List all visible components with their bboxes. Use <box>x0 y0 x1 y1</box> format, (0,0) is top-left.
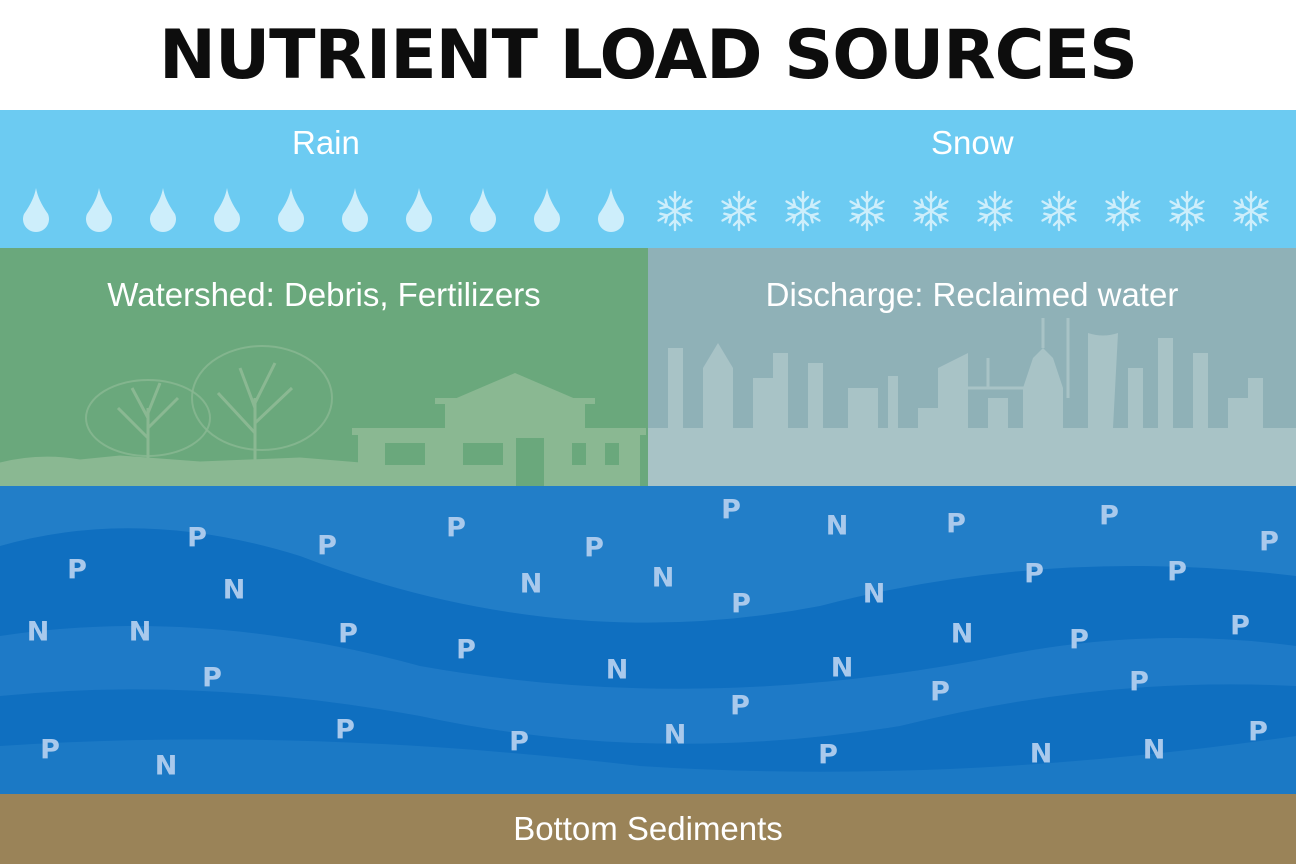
discharge-label: Discharge: Reclaimed water <box>765 276 1179 313</box>
snowflake-icon <box>977 190 1013 232</box>
precipitation-band: Rain Snow <box>0 110 1296 248</box>
raindrop-icon <box>150 188 176 232</box>
phosphorus-marker: P <box>1099 500 1119 532</box>
phosphorus-marker: P <box>187 522 207 554</box>
raindrop-icon <box>470 188 496 232</box>
phosphorus-marker: P <box>730 690 750 722</box>
raindrop-icon <box>214 188 240 232</box>
nitrogen-marker: N <box>222 574 246 606</box>
nitrogen-marker: N <box>1142 734 1166 766</box>
phosphorus-marker: P <box>1230 610 1250 642</box>
snowflake-icon <box>785 190 821 232</box>
rain-label: Rain <box>292 124 360 161</box>
watershed-panel: Watershed: Debris, Fertilizers <box>0 248 648 486</box>
water-layers <box>0 486 1296 794</box>
raindrop-icon <box>534 188 560 232</box>
sediment-band: Bottom Sediments <box>0 794 1296 864</box>
raindrop-icon <box>598 188 624 232</box>
raindrop-icon <box>278 188 304 232</box>
phosphorus-marker: P <box>335 714 355 746</box>
nitrogen-marker: N <box>830 652 854 684</box>
nitrogen-marker: N <box>663 719 687 751</box>
phosphorus-marker: P <box>721 494 741 526</box>
snowflake-icon <box>1233 190 1269 232</box>
raindrop-icon <box>406 188 432 232</box>
phosphorus-marker: P <box>818 739 838 771</box>
phosphorus-marker: P <box>456 634 476 666</box>
discharge-panel: Discharge: Reclaimed water <box>648 248 1296 486</box>
phosphorus-marker: P <box>1167 556 1187 588</box>
phosphorus-marker: P <box>946 508 966 540</box>
snowflake-icon <box>1041 190 1077 232</box>
phosphorus-marker: P <box>509 726 529 758</box>
phosphorus-marker: P <box>67 554 87 586</box>
nitrogen-marker: N <box>1029 738 1053 770</box>
nitrogen-marker: N <box>128 616 152 648</box>
phosphorus-marker: P <box>930 676 950 708</box>
watershed-label: Watershed: Debris, Fertilizers <box>107 276 541 313</box>
snow-label: Snow <box>931 124 1014 161</box>
phosphorus-marker: P <box>446 512 466 544</box>
snowflake-icon <box>913 190 949 232</box>
raindrop-icon <box>86 188 112 232</box>
nitrogen-marker: N <box>862 578 886 610</box>
page-title: NUTRIENT LOAD SOURCES <box>159 15 1138 95</box>
snowflake-icon <box>657 190 693 232</box>
nitrogen-marker: N <box>950 618 974 650</box>
phosphorus-marker: P <box>584 532 604 564</box>
phosphorus-marker: P <box>317 530 337 562</box>
phosphorus-marker: P <box>1069 624 1089 656</box>
precipitation-icons <box>0 186 1296 246</box>
nitrogen-marker: N <box>519 568 543 600</box>
snowflake-icon <box>1105 190 1141 232</box>
sediment-label: Bottom Sediments <box>513 810 783 847</box>
nitrogen-marker: N <box>154 750 178 782</box>
nitrogen-marker: N <box>651 562 675 594</box>
raindrop-icon <box>23 188 49 232</box>
snowflake-icon <box>721 190 757 232</box>
nitrogen-marker: N <box>605 654 629 686</box>
phosphorus-marker: P <box>338 618 358 650</box>
phosphorus-marker: P <box>1024 558 1044 590</box>
phosphorus-marker: P <box>1248 716 1268 748</box>
phosphorus-marker: P <box>1129 666 1149 698</box>
phosphorus-marker: P <box>202 662 222 694</box>
phosphorus-marker: P <box>731 588 751 620</box>
snowflake-icon <box>849 190 885 232</box>
raindrop-icon <box>342 188 368 232</box>
nitrogen-marker: N <box>26 616 50 648</box>
city-skyline-illustration <box>648 318 1296 486</box>
phosphorus-marker: P <box>1259 526 1279 558</box>
watershed-illustration <box>0 345 646 486</box>
phosphorus-marker: P <box>40 734 60 766</box>
snowflake-icon <box>1169 190 1205 232</box>
nitrogen-marker: N <box>825 510 849 542</box>
